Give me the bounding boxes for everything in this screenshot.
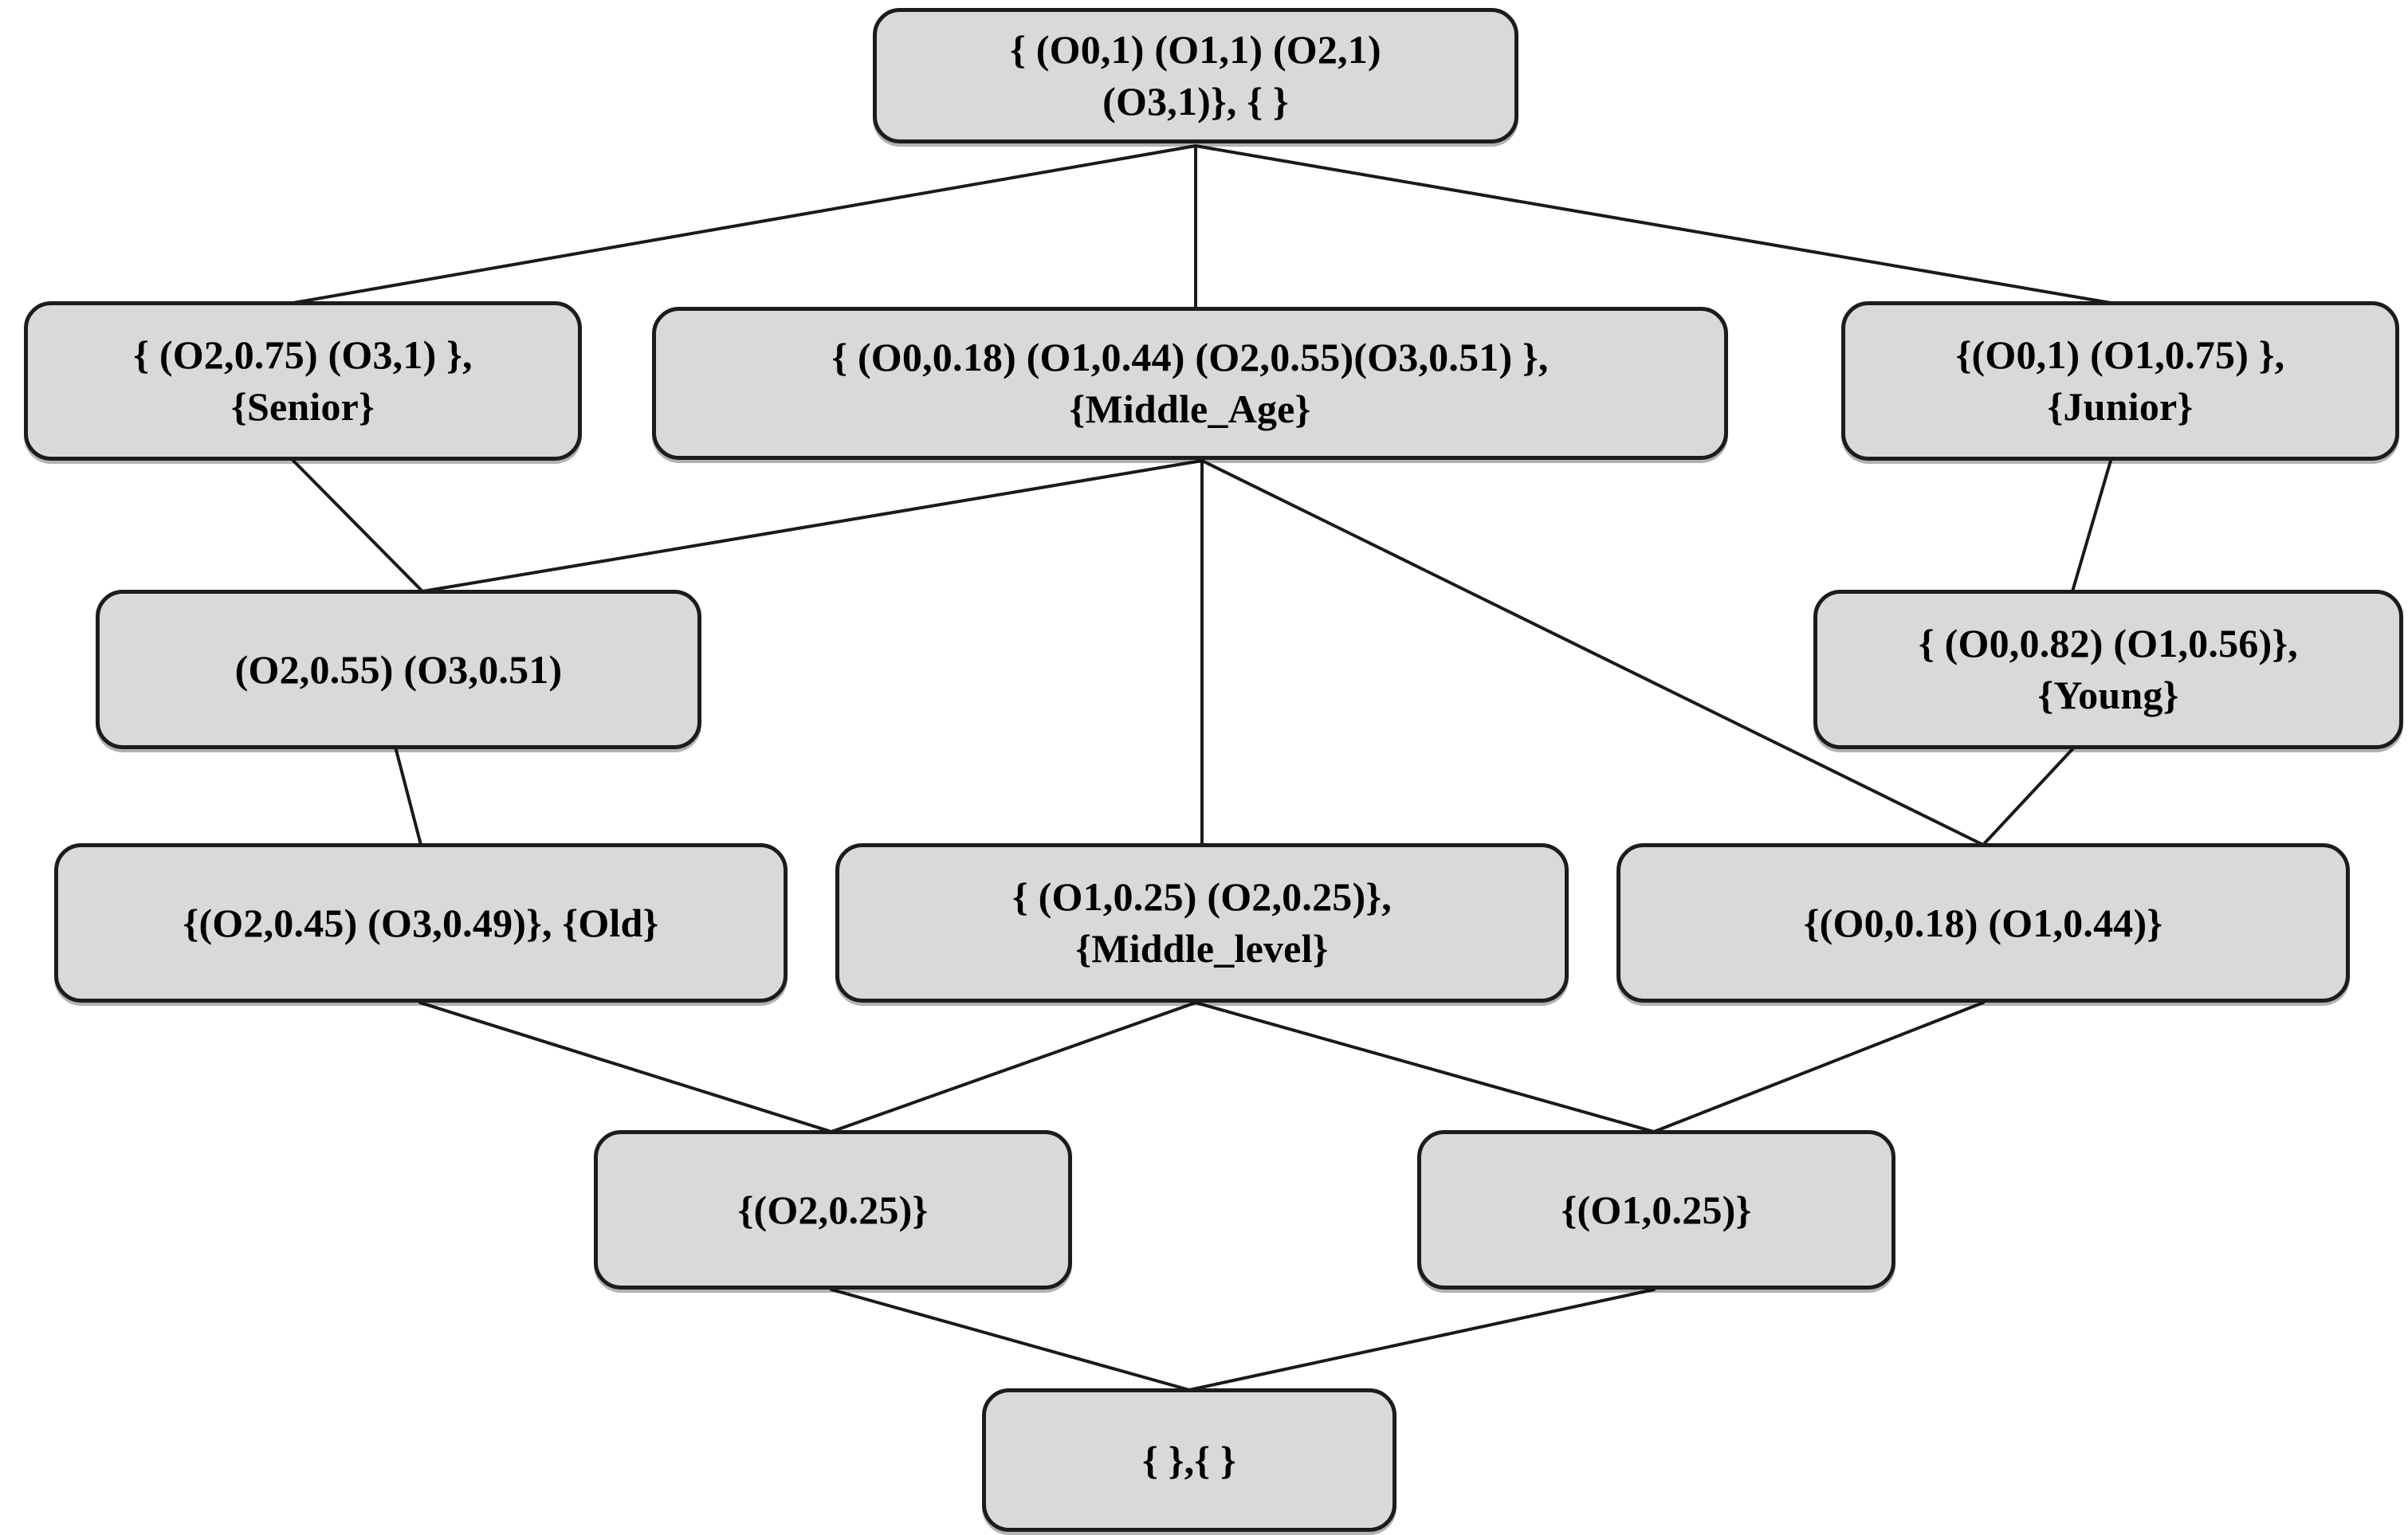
lattice-node-label: {(O2,0.45) (O3,0.49)}, {Old}	[183, 900, 659, 945]
lattice-node-o2o3_mid[interactable]: (O2,0.55) (O3,0.51)	[96, 590, 701, 749]
lattice-node-label: {(O0,1) (O1,0.75) }, {Junior}	[1955, 332, 2285, 429]
lattice-node-label: { (O1,0.25) (O2,0.25)}, {Middle_level}	[1012, 874, 1392, 971]
lattice-node-label: {(O2,0.25)}	[737, 1187, 929, 1232]
lattice-node-label: { (O0,1) (O1,1) (O2,1) (O3,1)}, { }	[1010, 27, 1381, 124]
lattice-node-bottom[interactable]: { },{ }	[982, 1388, 1396, 1532]
lattice-node-middle_age[interactable]: { (O0,0.18) (O1,0.44) (O2,0.55)(O3,0.51)…	[652, 307, 1728, 460]
lattice-node-label: { (O0,0.82) (O1,0.56)}, {Young}	[1919, 621, 2298, 717]
lattice-node-o0o1[interactable]: {(O0,0.18) (O1,0.44)}	[1616, 843, 2350, 1003]
lattice-node-label: { (O2,0.75) (O3,1) }, {Senior}	[133, 332, 473, 429]
lattice-node-top[interactable]: { (O0,1) (O1,1) (O2,1) (O3,1)}, { }	[873, 8, 1518, 143]
lattice-node-label: { (O0,0.18) (O1,0.44) (O2,0.55)(O3,0.51)…	[831, 335, 1549, 431]
lattice-node-o1_025[interactable]: {(O1,0.25)}	[1417, 1130, 1895, 1290]
lattice-node-label: {(O0,0.18) (O1,0.44)}	[1803, 900, 2163, 945]
lattice-node-label: {(O1,0.25)}	[1561, 1187, 1752, 1232]
lattice-node-old[interactable]: {(O2,0.45) (O3,0.49)}, {Old}	[54, 843, 788, 1003]
lattice-node-label: (O2,0.55) (O3,0.51)	[234, 646, 563, 692]
lattice-node-young[interactable]: { (O0,0.82) (O1,0.56)}, {Young}	[1813, 590, 2403, 749]
lattice-node-label: { },{ }	[1142, 1437, 1236, 1482]
lattice-node-junior[interactable]: {(O0,1) (O1,0.75) }, {Junior}	[1841, 301, 2399, 461]
lattice-node-senior[interactable]: { (O2,0.75) (O3,1) }, {Senior}	[24, 301, 582, 461]
lattice-node-middle_level[interactable]: { (O1,0.25) (O2,0.25)}, {Middle_level}	[835, 843, 1569, 1003]
lattice-node-o2_025[interactable]: {(O2,0.25)}	[594, 1130, 1072, 1290]
